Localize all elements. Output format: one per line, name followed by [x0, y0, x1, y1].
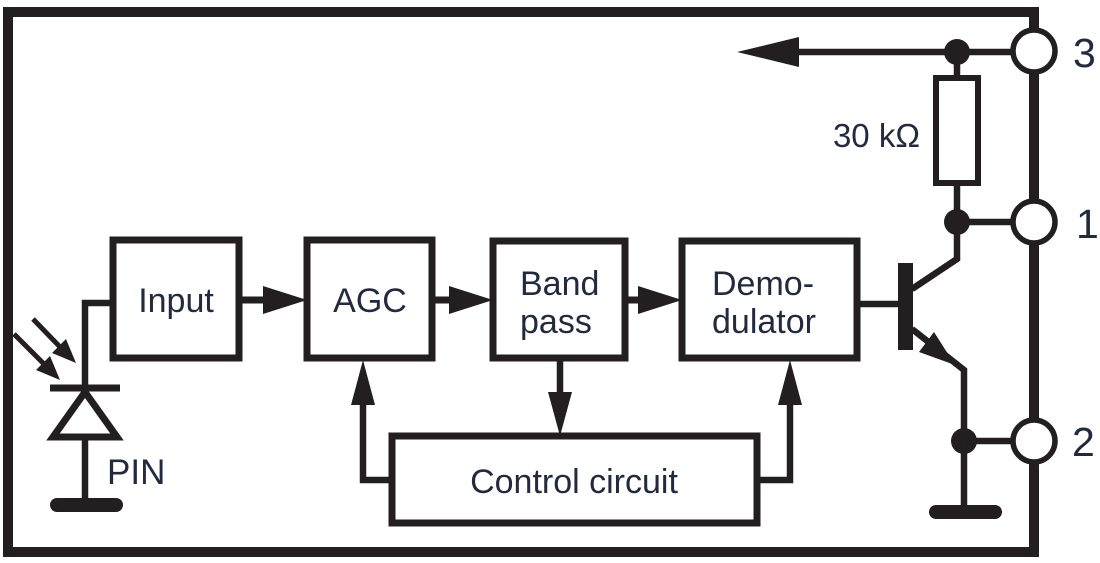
junction-dot — [944, 209, 970, 235]
supply-arrowhead — [737, 37, 799, 67]
pin3-terminal-circle — [1010, 27, 1058, 75]
control-circuit-block-label: Control circuit — [470, 463, 678, 501]
block-control-circuit: Control circuit — [388, 432, 761, 527]
control-to-agc-wire — [359, 403, 392, 484]
junction-dot — [944, 39, 970, 65]
arrow-agc-to-bandpass-head — [449, 286, 493, 314]
output-transistor — [857, 222, 968, 441]
photodiode-label: PIN — [107, 453, 165, 492]
resistor-value-label: 30 kΩ — [833, 117, 920, 154]
demodulator-block-label-line1: Demo- — [712, 265, 814, 303]
pin2-terminal-circle — [1010, 417, 1058, 465]
module-case-border — [3, 7, 1039, 557]
block-bandpass: Band pass — [489, 237, 629, 362]
block-demodulator: Demo- dulator — [678, 237, 861, 362]
control-feedback-wires — [351, 358, 802, 484]
demodulator-block-label-line2: dulator — [712, 303, 816, 341]
input-block-box — [109, 236, 243, 362]
pin3-number-label: 3 — [1073, 30, 1096, 76]
control-circuit-block-box — [388, 432, 761, 527]
signal-flow-arrows — [239, 286, 682, 314]
light-ray-arrowhead — [36, 356, 60, 380]
pin2-number-label: 2 — [1072, 419, 1095, 465]
block-input: Input — [109, 236, 243, 362]
pin1-terminal-circle — [1010, 198, 1058, 246]
pin-photodiode: PIN — [12, 299, 165, 512]
ground-symbol-left — [50, 498, 123, 512]
bandpass-block-label-line2: pass — [520, 303, 592, 341]
control-to-demodulator-arrowhead — [778, 360, 802, 405]
transistor-base-bar — [898, 263, 913, 350]
demodulator-block-box — [678, 237, 861, 362]
control-to-demodulator-wire — [757, 403, 794, 484]
bandpass-to-control-arrowhead — [548, 392, 572, 436]
photodiode-input-wire — [81, 299, 113, 386]
arrow-input-to-agc-head — [263, 286, 307, 314]
supply-rail — [737, 37, 1034, 67]
light-ray-arrowhead — [52, 339, 76, 363]
light-ray-shaft — [12, 332, 48, 368]
output-connections — [929, 209, 1034, 519]
control-to-agc-arrowhead — [351, 360, 375, 405]
photodiode-triangle — [46, 385, 124, 441]
resistor-symbol — [933, 75, 981, 186]
pin1-number-label: 1 — [1076, 201, 1099, 247]
arrow-bandpass-to-demodulator-head — [638, 286, 682, 314]
bandpass-block-label-line1: Band — [520, 265, 599, 303]
transistor-emitter-arrowhead — [919, 332, 955, 365]
light-ray-shaft — [31, 317, 64, 351]
pin-terminals: 3 1 2 — [1010, 27, 1099, 465]
block-agc: AGC — [303, 236, 436, 362]
light-ray-arrows-icon — [12, 317, 76, 380]
ground-symbol-right — [929, 505, 1002, 519]
input-block-label: Input — [138, 282, 214, 320]
pullup-resistor: 30 kΩ — [833, 52, 981, 222]
agc-block-label: AGC — [333, 282, 407, 320]
